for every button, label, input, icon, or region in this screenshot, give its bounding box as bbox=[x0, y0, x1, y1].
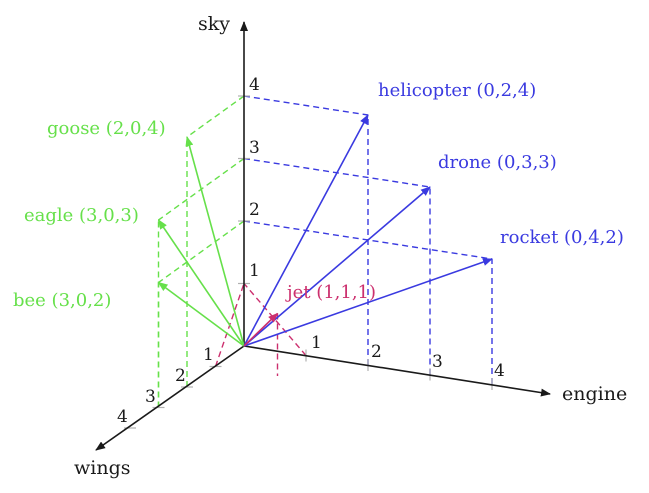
engine-tick-label: 1 bbox=[311, 333, 322, 353]
guide-line bbox=[243, 283, 307, 356]
vector-arrow bbox=[243, 312, 279, 347]
vectors bbox=[157, 114, 493, 347]
guide-line bbox=[186, 95, 245, 138]
vector-arrow bbox=[157, 219, 245, 347]
guide-line bbox=[243, 95, 369, 116]
vector-arrow bbox=[243, 114, 369, 347]
wings-tick-label: 3 bbox=[145, 387, 156, 407]
vector-arrow bbox=[243, 258, 493, 347]
vector-label-rocket: rocket (0,4,2) bbox=[500, 227, 624, 248]
engine-axis bbox=[243, 345, 551, 397]
engine-tick-label: 4 bbox=[494, 361, 505, 381]
engine-tick-label: 3 bbox=[432, 352, 443, 372]
wings-tick-label: 4 bbox=[117, 407, 128, 427]
sky-axis-title: sky bbox=[198, 13, 230, 35]
vector-arrow bbox=[243, 186, 431, 347]
vector-label-eagle: eagle (3,0,3) bbox=[24, 205, 139, 226]
vector-label-bee: bee (3,0,2) bbox=[13, 290, 111, 311]
sky-tick-label: 2 bbox=[249, 200, 260, 220]
sky-tick-label: 1 bbox=[249, 261, 260, 281]
wings-tick-label: 1 bbox=[203, 345, 214, 365]
vector-arrow bbox=[185, 136, 245, 347]
vector-label-goose: goose (2,0,4) bbox=[47, 118, 166, 139]
vector-label-jet: jet (1,1,1) bbox=[285, 282, 376, 303]
vector-label-helicopter: helicopter (0,2,4) bbox=[378, 80, 536, 101]
vector-label-drone: drone (0,3,3) bbox=[438, 152, 557, 173]
vector-arrow bbox=[157, 281, 245, 347]
guide-line bbox=[158, 220, 245, 284]
engine-tick-label: 2 bbox=[371, 342, 382, 362]
wings-tick-label: 2 bbox=[175, 366, 186, 386]
engine-axis-title: engine bbox=[562, 383, 627, 405]
wings-axis-title: wings bbox=[74, 457, 131, 479]
wings-axis bbox=[95, 345, 245, 451]
sky-tick-label: 4 bbox=[249, 75, 260, 95]
sky-tick-label: 3 bbox=[249, 138, 260, 158]
